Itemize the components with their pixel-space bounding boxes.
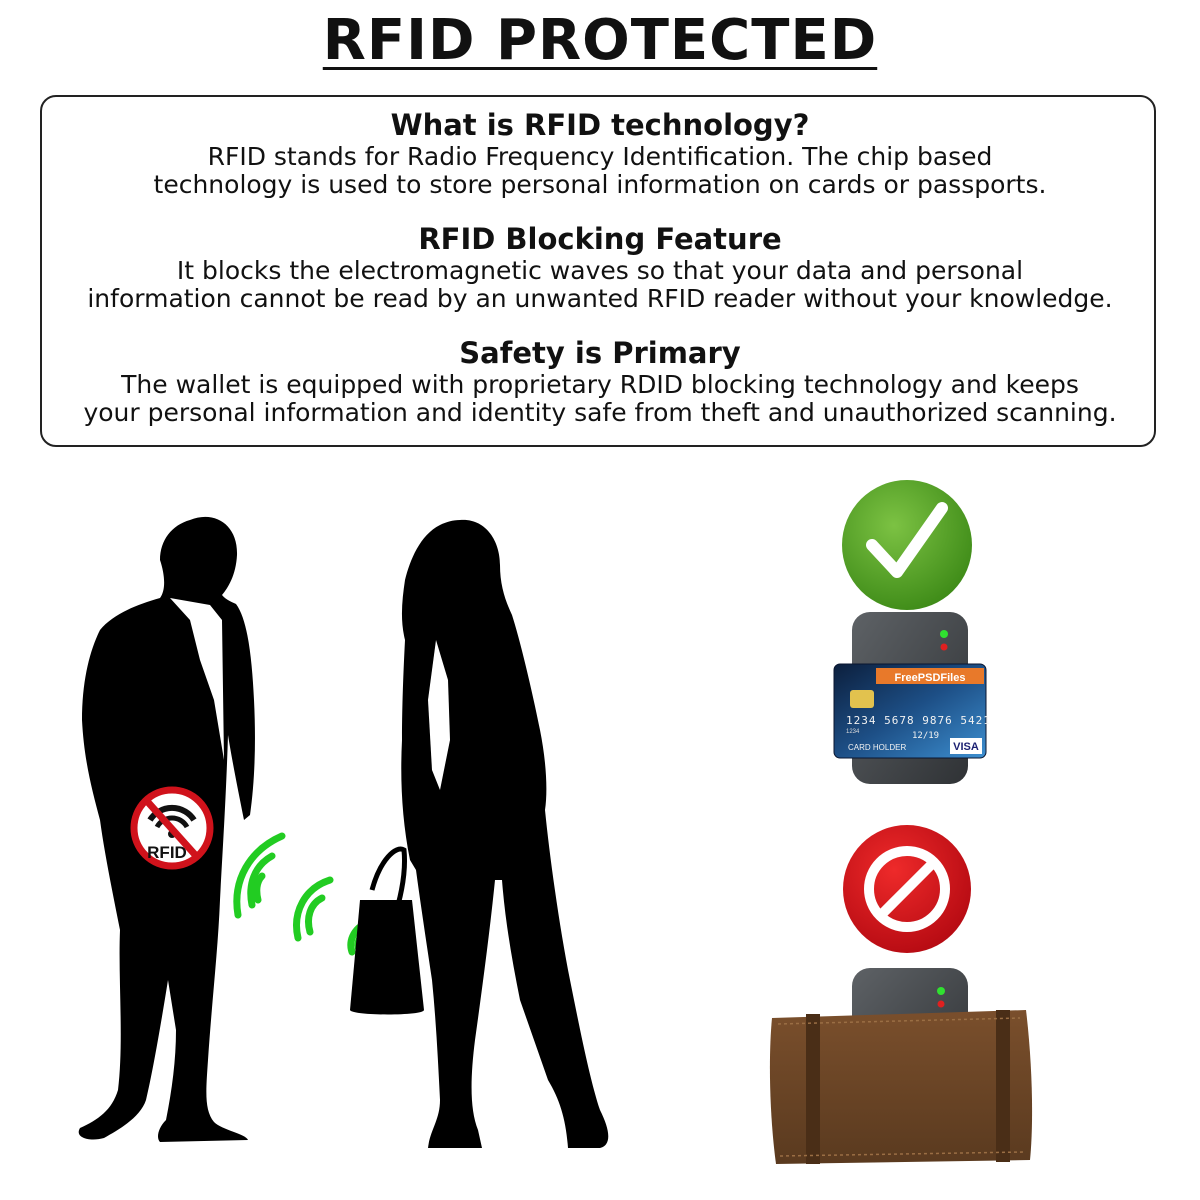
credit-card: FreePSDFiles 1234 5678 9876 5421 1234 12… (833, 663, 991, 759)
rfid-wallet (769, 1010, 1033, 1164)
card-brand: FreePSDFiles (895, 672, 966, 684)
section-line: technology is used to store personal inf… (153, 170, 1047, 199)
section-blocking-feature: RFID Blocking Feature It blocks the elec… (42, 221, 1158, 313)
title-text: RFID PROTECTED (322, 8, 878, 73)
badge-label: RFID (147, 843, 187, 862)
check-icon (842, 480, 972, 610)
card-chip (850, 690, 874, 708)
rfid-waves (233, 832, 374, 956)
woman-shirt (428, 640, 450, 790)
info-box: What is RFID technology? RFID stands for… (40, 95, 1156, 447)
section-heading: Safety is Primary (459, 336, 741, 370)
man-shirt (170, 598, 224, 760)
no-rfid-icon: RFID (130, 786, 214, 870)
section-what-is-rfid: What is RFID technology? RFID stands for… (42, 107, 1158, 199)
section-line: The wallet is equipped with proprietary … (121, 370, 1079, 399)
wallet-strap-left (806, 1014, 820, 1164)
woman-silhouette (401, 519, 609, 1148)
wallet-strap-right (996, 1010, 1010, 1162)
section-safety: Safety is Primary The wallet is equipped… (42, 335, 1158, 427)
card-number: 1234 5678 9876 5421 (846, 714, 991, 727)
card-small-number: 1234 (846, 729, 860, 735)
card-expiry: 12/19 (912, 731, 939, 741)
section-heading: RFID Blocking Feature (418, 222, 782, 256)
page-title: RFID PROTECTED (0, 8, 1200, 73)
prohibited-icon (843, 825, 971, 953)
section-line: information cannot be read by an unwante… (87, 284, 1113, 313)
section-line: your personal information and identity s… (83, 398, 1117, 427)
section-line: RFID stands for Radio Frequency Identifi… (207, 142, 993, 171)
card-brand-bar (876, 668, 984, 684)
section-heading: What is RFID technology? (390, 108, 810, 142)
section-line: It blocks the electromagnetic waves so t… (176, 256, 1024, 285)
card-holder: CARD HOLDER (848, 743, 906, 752)
card-network: VISA (953, 741, 979, 753)
handbag (350, 846, 424, 1015)
illustration-svg: RFID (78, 480, 1033, 1164)
card-network-bg (950, 738, 982, 754)
illustration: RFID (0, 470, 1200, 1200)
